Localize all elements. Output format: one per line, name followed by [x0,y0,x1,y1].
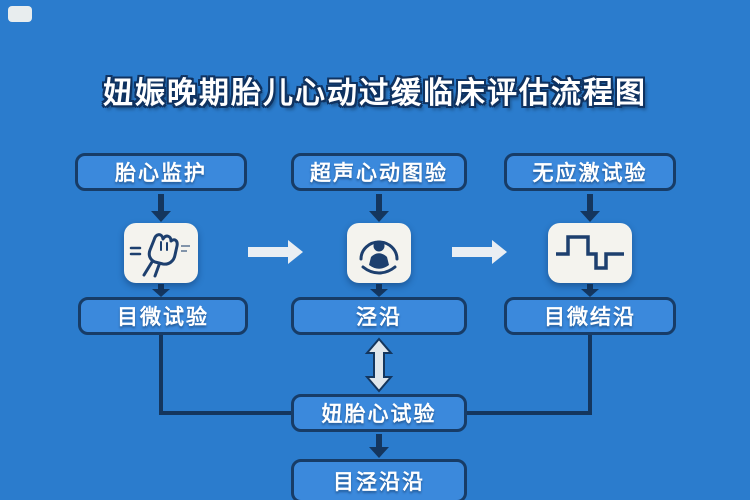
node-right-result-test: 目微结沿 [504,297,676,335]
ultrasound-baby-icon [359,240,399,275]
corner-artifact [8,6,32,22]
heart-waveform-tile [548,223,632,283]
page-title: 妞娠晚期胎儿心动过缓临床评估流程图 [103,76,647,111]
arrow-down-col2-box [370,284,388,297]
arrow-down-col3-icon [580,194,600,222]
node-final-outcome: 目泾沿沿 [291,459,467,500]
arrow-down-final [369,434,389,458]
node-fetal-heart-retest: 妞胎心试验 [291,394,467,432]
node-echocardiography: 超声心动图验 [291,153,467,191]
arrow-down-col2-icon [369,194,389,222]
arrow-down-col3-box [581,284,599,297]
connector-left-elbow [159,335,291,415]
arrow-right-2 [452,240,507,264]
heart-waveform-icon [556,235,624,270]
double-arrow-vertical [364,337,394,393]
ultrasound-baby-tile [347,223,411,283]
fetal-monitor-icon [129,233,190,278]
node-treatment: 泾沿 [291,297,467,335]
arrow-right-1 [248,240,303,264]
fetal-monitor-tile [124,223,198,283]
connector-right-elbow [467,335,592,415]
arrow-down-col1-box [152,284,170,297]
node-fetal-heart-monitoring: 胎心监护 [75,153,247,191]
node-nonstress-test: 无应激试验 [504,153,676,191]
arrow-down-col1-icon [151,194,171,222]
node-left-result-test: 目微试验 [78,297,248,335]
